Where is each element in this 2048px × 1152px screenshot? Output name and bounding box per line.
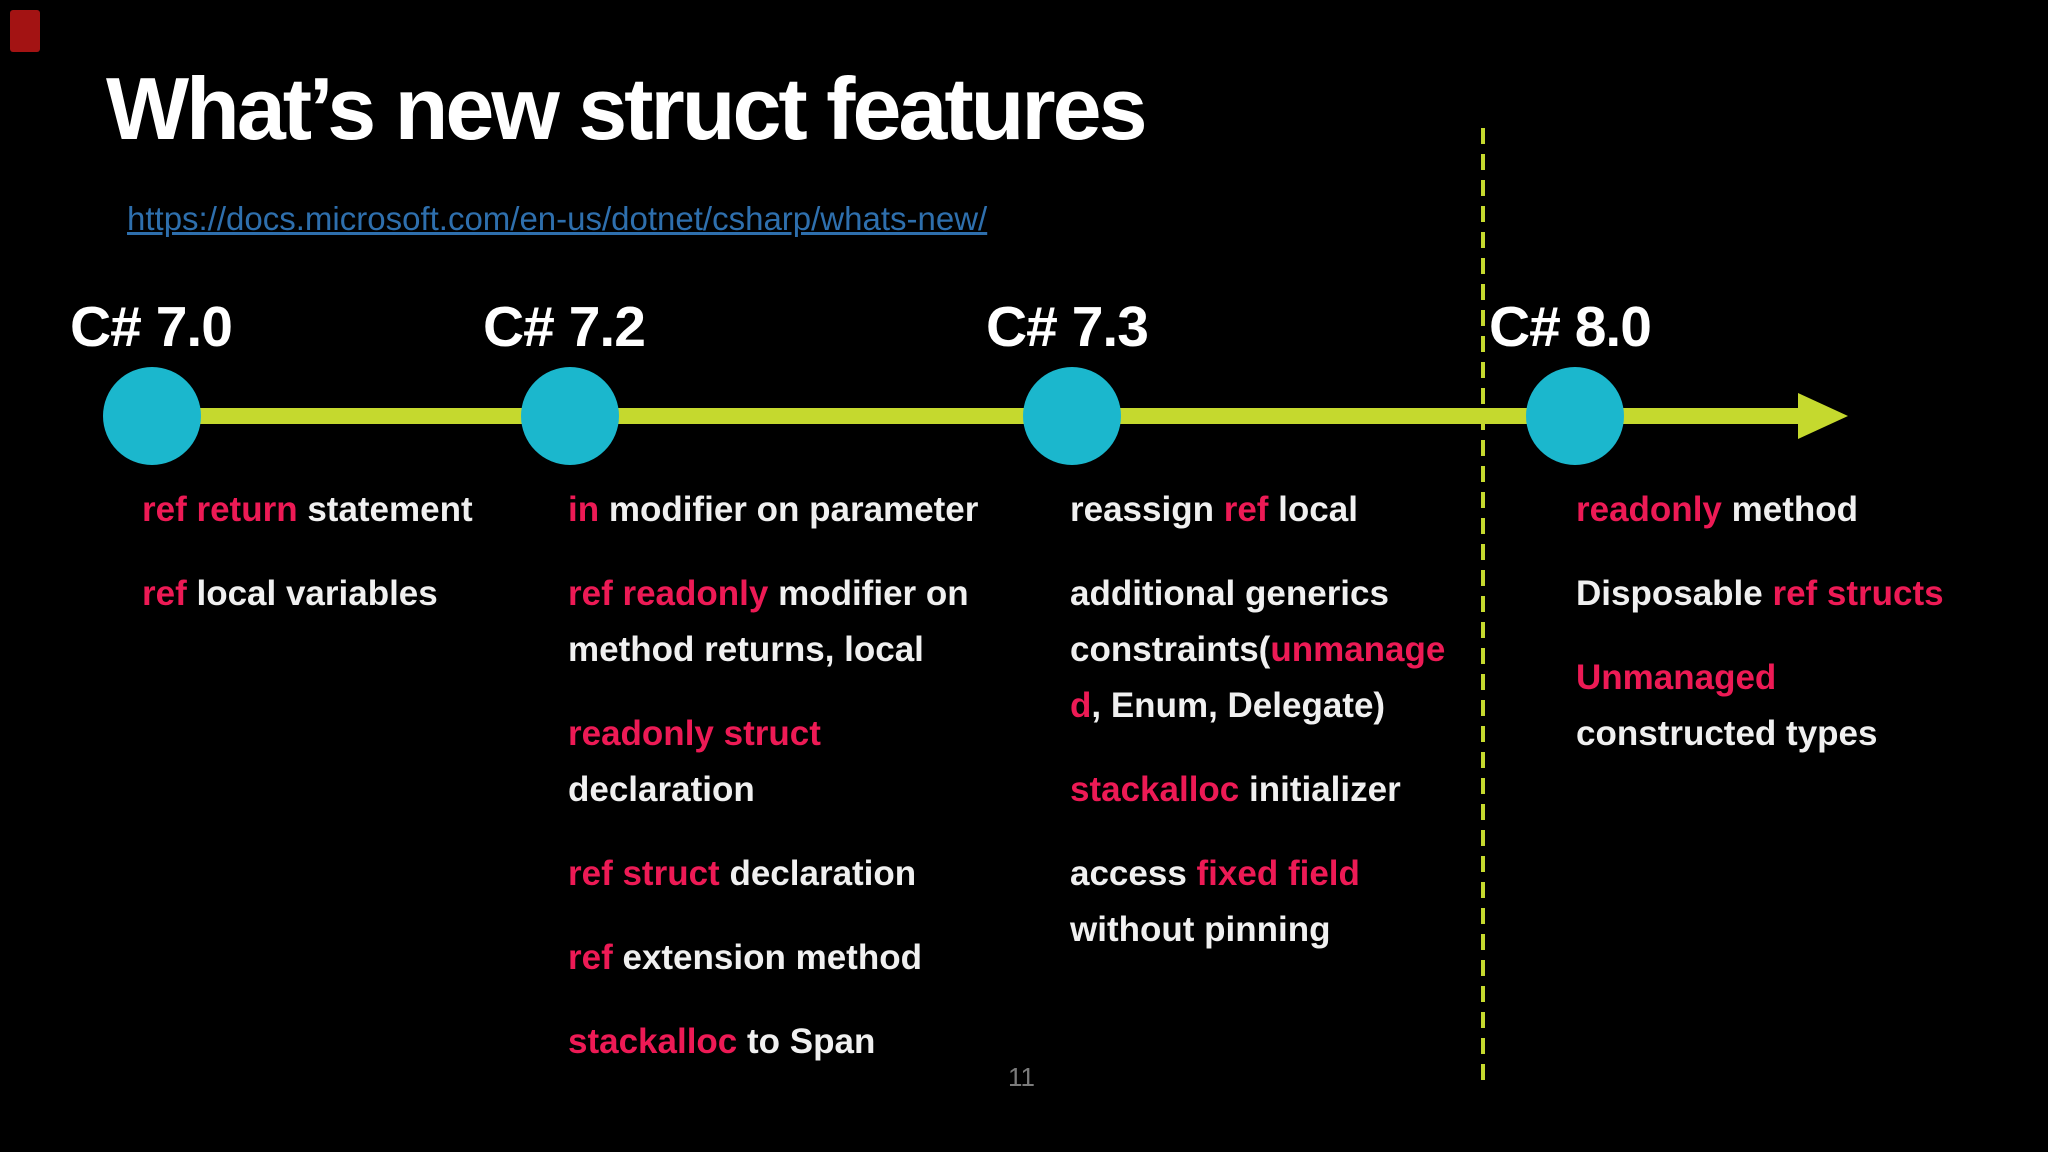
feature-item: ref return statement bbox=[142, 482, 552, 538]
feature-text: additional generics constraints( bbox=[1070, 574, 1389, 669]
feature-keyword: readonly struct bbox=[568, 714, 821, 753]
feature-text: to Span bbox=[737, 1022, 876, 1061]
feature-column-c7-3: reassign ref local additional generics co… bbox=[1070, 482, 1500, 986]
timeline-node-c8-0 bbox=[1526, 367, 1624, 465]
feature-keyword: ref bbox=[568, 938, 613, 977]
feature-item: in modifier on parameter bbox=[568, 482, 1028, 538]
feature-text: modifier on parameter bbox=[599, 490, 979, 529]
feature-item: ref readonly modifier on method returns,… bbox=[568, 566, 1028, 678]
feature-keyword: readonly bbox=[1576, 490, 1722, 529]
feature-item: stackalloc initializer bbox=[1070, 762, 1500, 818]
feature-keyword: stackalloc bbox=[568, 1022, 738, 1061]
feature-text: , Enum, Delegate) bbox=[1091, 686, 1386, 725]
feature-item: additional generics constraints(unmanage… bbox=[1070, 566, 1500, 734]
feature-keyword: ref bbox=[1223, 490, 1269, 529]
feature-item: ref struct declaration bbox=[568, 846, 1028, 902]
feature-column-c7-0: ref return statement ref local variables bbox=[142, 482, 552, 650]
feature-keyword: ref bbox=[142, 574, 187, 613]
feature-text: reassign bbox=[1070, 490, 1224, 529]
timeline-node-c7-0 bbox=[103, 367, 201, 465]
feature-text: Disposable bbox=[1576, 574, 1773, 613]
page-number: 11 bbox=[1008, 1062, 1035, 1092]
feature-item: stackalloc to Span bbox=[568, 1014, 1028, 1070]
timeline-node-c7-3 bbox=[1023, 367, 1121, 465]
feature-keyword: unmanage d bbox=[1070, 630, 1446, 725]
feature-item: readonly struct declaration bbox=[568, 706, 1028, 818]
feature-text: access bbox=[1070, 854, 1197, 893]
feature-keyword: ref readonly bbox=[568, 574, 769, 613]
feature-item: Unmanaged constructed types bbox=[1576, 650, 2036, 762]
feature-keyword: ref return bbox=[142, 490, 298, 529]
feature-keyword: stackalloc bbox=[1070, 770, 1240, 809]
feature-keyword: in bbox=[568, 490, 600, 529]
feature-text: initializer bbox=[1239, 770, 1401, 809]
feature-keyword: fixed field bbox=[1196, 854, 1360, 893]
feature-text: statement bbox=[297, 490, 473, 529]
feature-text: modifier on method returns, local bbox=[568, 574, 969, 669]
version-label-c7-2: C# 7.2 bbox=[483, 295, 646, 359]
page-title: What’s new struct features bbox=[106, 59, 1148, 158]
feature-column-c7-2: in modifier on parameter ref readonly mod… bbox=[568, 482, 1028, 1098]
feature-item: reassign ref local bbox=[1070, 482, 1500, 538]
feature-text: method bbox=[1721, 490, 1858, 529]
feature-text: local bbox=[1268, 490, 1358, 529]
feature-item: Disposable ref structs bbox=[1576, 566, 2036, 622]
feature-keyword: ref structs bbox=[1772, 574, 1944, 613]
feature-item: access fixed field without pinning bbox=[1070, 846, 1500, 958]
feature-item: ref local variables bbox=[142, 566, 552, 622]
feature-text: without pinning bbox=[1070, 910, 1331, 949]
feature-text: local variables bbox=[186, 574, 438, 613]
version-label-c8-0: C# 8.0 bbox=[1489, 295, 1652, 359]
feature-text: declaration bbox=[568, 770, 755, 809]
feature-item: ref extension method bbox=[568, 930, 1028, 986]
feature-text: declaration bbox=[719, 854, 917, 893]
red-corner-marker bbox=[10, 10, 40, 52]
timeline-node-c7-2 bbox=[521, 367, 619, 465]
feature-text: constructed types bbox=[1576, 714, 1878, 753]
feature-keyword: ref struct bbox=[568, 854, 720, 893]
version-label-c7-3: C# 7.3 bbox=[986, 295, 1149, 359]
dashed-divider-line bbox=[1481, 128, 1485, 1086]
feature-item: readonly method bbox=[1576, 482, 2036, 538]
docs-link[interactable]: https://docs.microsoft.com/en-us/dotnet/… bbox=[127, 200, 988, 237]
feature-text: extension method bbox=[612, 938, 922, 977]
feature-keyword: Unmanaged bbox=[1576, 658, 1777, 697]
timeline-arrow-icon bbox=[1798, 393, 1848, 439]
version-label-c7-0: C# 7.0 bbox=[70, 295, 233, 359]
